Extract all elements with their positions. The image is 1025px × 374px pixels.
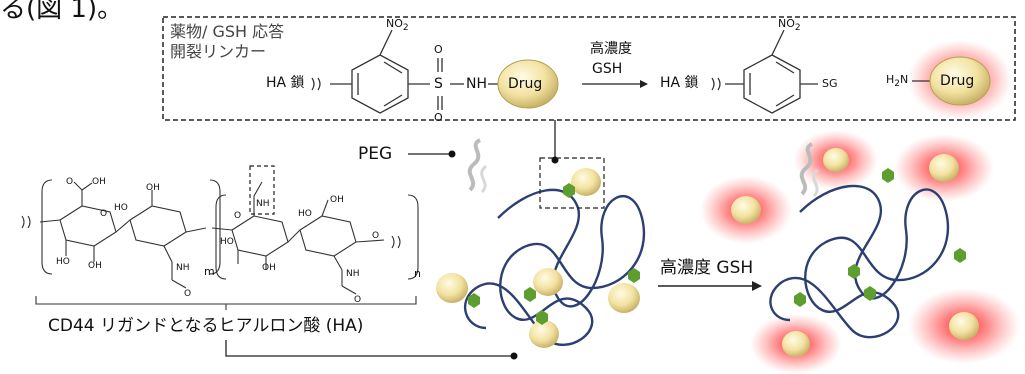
- ha-underbrace: [35, 296, 417, 310]
- atom-oh-3: OH: [146, 183, 160, 193]
- nitro-label-right: NO2: [778, 17, 801, 34]
- atom-oh-4: OH: [262, 263, 276, 273]
- linker-dashed-box: [162, 16, 1016, 121]
- ha-chain-left: [464, 188, 645, 346]
- ha-connector-dot: [510, 352, 518, 360]
- drug-bead: [823, 148, 849, 172]
- atom-oh: OH: [92, 177, 106, 187]
- drug-bead: [608, 283, 640, 313]
- ha-connector: [225, 340, 514, 357]
- box-arrow-head: [640, 80, 648, 88]
- green-groups-right: [794, 168, 966, 307]
- atom-ho-2: HO: [114, 203, 128, 213]
- green-group: [848, 264, 860, 279]
- linker-label-line1: 薬物/ GSH 応答: [170, 22, 285, 41]
- peg-pointer-dot: [448, 150, 456, 158]
- box-arrow-label-line2: GSH: [592, 61, 623, 77]
- sulfur-atom: S: [434, 76, 443, 92]
- ha-chain-label-left: HA 鎖: [266, 75, 305, 91]
- atom-ho-3: HO: [220, 237, 234, 247]
- atom-o-5: O: [372, 231, 380, 241]
- ha-chain-label-right: HA 鎖: [660, 75, 699, 91]
- main-arrow-head: [752, 281, 762, 291]
- green-group: [468, 293, 480, 308]
- green-group: [628, 268, 640, 283]
- peg-strand-left-2: [480, 164, 488, 194]
- drug-beads-left: [436, 168, 640, 348]
- drug-bead: [533, 268, 563, 296]
- wavy-bond-left: [311, 77, 321, 91]
- drug-label-released: Drug: [940, 73, 975, 89]
- atom-nh-2: NH: [346, 269, 360, 279]
- drug-bead-released: [929, 56, 991, 106]
- micelle-dashed-box: [539, 157, 605, 209]
- sulfonyl-o-top: O: [434, 43, 443, 56]
- repeat-n: n: [414, 267, 421, 280]
- green-group: [864, 286, 876, 301]
- ha-chain-right: [769, 184, 949, 339]
- benzene-ring-right: [725, 29, 818, 114]
- atom-ho-1: HO: [56, 257, 70, 267]
- peg-strand-left: [467, 138, 482, 192]
- drug-beads-right: [731, 148, 979, 357]
- h2n-label: H2N: [886, 73, 909, 90]
- linker-label-line2: 開裂リンカー: [170, 42, 267, 61]
- peg-label: PEG: [358, 144, 393, 164]
- atom-o-2: O: [184, 289, 192, 299]
- green-groups-left: [468, 183, 640, 325]
- drug-bead: [529, 320, 559, 348]
- drug-bead: [731, 196, 761, 224]
- sulfonyl-o-bottom: O: [434, 111, 443, 124]
- atom-o-3: O: [234, 211, 242, 221]
- nh-label: NH: [466, 76, 487, 92]
- main-arrow-label: 高濃度 GSH: [660, 258, 754, 278]
- atom-o: O: [66, 177, 74, 187]
- atom-ho-4: HO: [298, 209, 312, 219]
- drug-bead: [782, 331, 810, 357]
- green-group: [794, 292, 806, 307]
- ha-structure: [21, 179, 419, 295]
- peg-strand-right: [799, 142, 814, 196]
- ha-label: CD44 リガンドとなるヒアルロン酸 (HA): [48, 316, 364, 336]
- green-group: [954, 248, 966, 263]
- nitro-label-left: NO2: [386, 17, 409, 34]
- wavy-bond-right: [711, 77, 721, 91]
- drug-label-bound: Drug: [508, 76, 543, 92]
- green-group: [563, 183, 575, 198]
- atom-nh-1: NH: [176, 263, 190, 273]
- box-arrow-label-line1: 高濃度: [590, 41, 632, 57]
- side-group-dashed-box: [249, 165, 275, 215]
- benzene-ring-left: [330, 29, 500, 114]
- green-group: [524, 287, 536, 302]
- atom-nh-side: NH: [256, 199, 270, 209]
- atom-oh-2: OH: [88, 261, 102, 271]
- atom-o-4: O: [354, 295, 362, 305]
- drug-bead: [949, 312, 979, 340]
- green-group: [536, 310, 548, 325]
- sg-label: SG: [822, 77, 838, 90]
- atom-o-ring1: O: [100, 209, 108, 219]
- atom-oh-5: OH: [330, 195, 344, 205]
- drug-bead: [436, 273, 468, 303]
- green-group: [882, 168, 894, 183]
- drug-bead: [571, 168, 601, 196]
- drug-bead-bound: [497, 59, 559, 109]
- repeat-m: m: [204, 265, 215, 278]
- header-fragment: る(図 1)。: [0, 0, 124, 24]
- drug-bead: [929, 154, 959, 182]
- peg-strand-right-2: [812, 168, 820, 198]
